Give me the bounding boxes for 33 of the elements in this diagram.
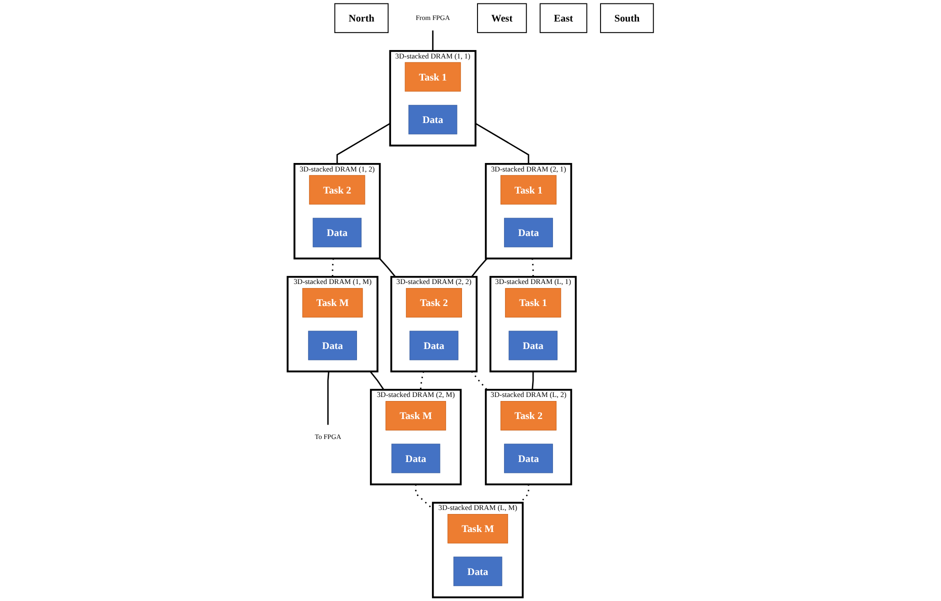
node-box: Task 1 bbox=[505, 288, 562, 318]
node-box: Data bbox=[312, 218, 362, 248]
node-box: West bbox=[477, 3, 527, 34]
node-box: Task 2 bbox=[309, 175, 366, 205]
connector bbox=[415, 484, 434, 510]
node-box: Task 2 bbox=[406, 288, 462, 318]
connector bbox=[432, 30, 434, 51]
node-box: Task 2 bbox=[500, 401, 556, 430]
node-box: Task 1 bbox=[500, 175, 556, 205]
node-box: Task M bbox=[448, 514, 508, 544]
node-box: Data bbox=[508, 330, 558, 360]
node-box: East bbox=[540, 3, 588, 34]
node-box: Data bbox=[410, 330, 458, 360]
connector bbox=[532, 371, 534, 390]
node-box: South bbox=[600, 3, 654, 34]
connector bbox=[327, 371, 330, 426]
connector bbox=[475, 122, 530, 164]
connector bbox=[336, 122, 390, 164]
node-box: North bbox=[334, 3, 389, 34]
node-box: Data bbox=[453, 556, 502, 586]
node-box: Data bbox=[308, 330, 357, 360]
node-box: Task 1 bbox=[404, 62, 461, 92]
node-box: Data bbox=[504, 444, 553, 474]
connector bbox=[471, 258, 488, 278]
node-box: Task M bbox=[302, 288, 363, 318]
connector bbox=[420, 371, 424, 390]
node-box: Data bbox=[408, 104, 458, 134]
node-box: Task M bbox=[386, 401, 446, 430]
connector bbox=[370, 371, 384, 390]
node-box: Data bbox=[391, 444, 440, 474]
connector bbox=[520, 484, 530, 504]
connector bbox=[379, 258, 396, 278]
node-box: Data bbox=[504, 218, 553, 248]
